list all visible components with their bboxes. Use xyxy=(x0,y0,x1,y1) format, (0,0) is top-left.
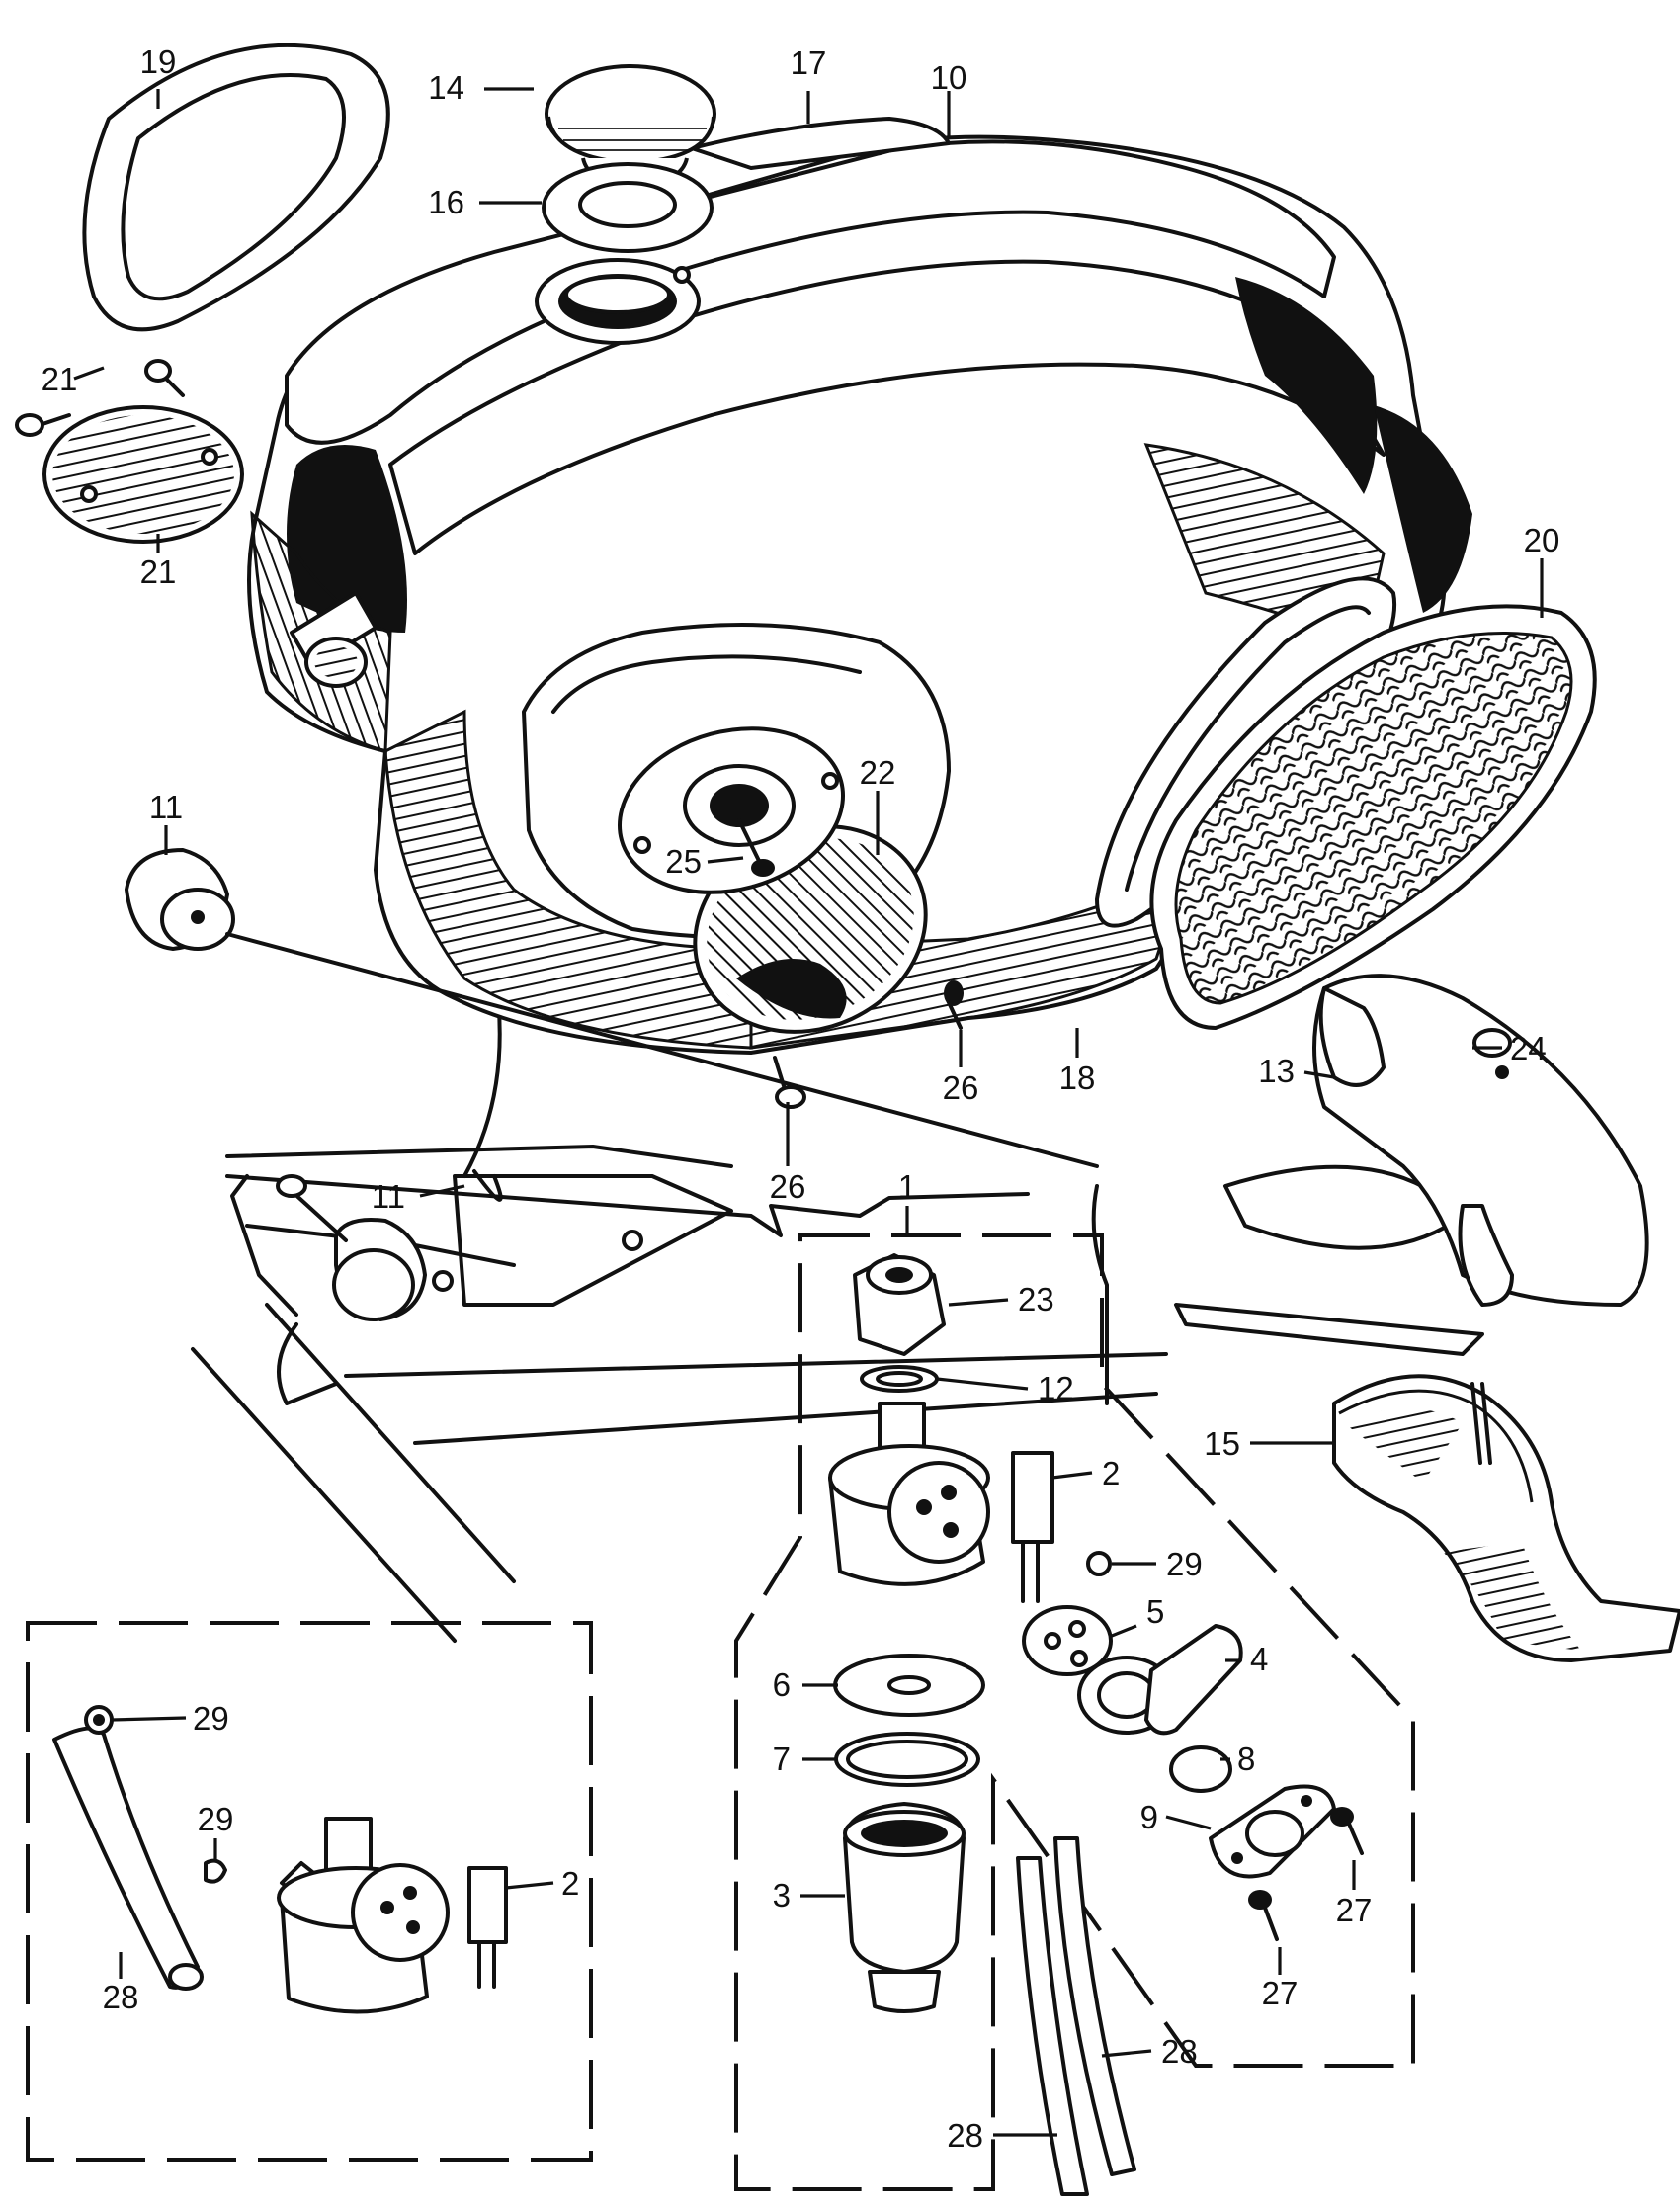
label-26-upper: 26 xyxy=(943,1069,979,1106)
mount-stud xyxy=(737,818,775,877)
badge-screw-1 xyxy=(15,413,71,437)
filter-gauze xyxy=(833,1654,985,1717)
inset-pipe-clip-top xyxy=(84,1705,114,1735)
fuel-tap-body xyxy=(828,1402,1054,1603)
inset-pipe-clip-mid xyxy=(204,1858,227,1884)
fuel-cock-assembly-outline xyxy=(734,1233,1415,2191)
side-badge xyxy=(42,405,244,544)
label-22: 22 xyxy=(860,754,896,791)
rubber-bush-lower xyxy=(276,1174,427,1321)
badge-screw-2 xyxy=(144,359,185,397)
cap-gasket xyxy=(542,162,714,253)
label-29-main: 29 xyxy=(1166,1546,1203,1582)
label-24: 24 xyxy=(1510,1030,1547,1066)
label-27-left: 27 xyxy=(1262,1975,1299,2011)
label-10: 10 xyxy=(931,59,967,96)
fuel-pipe-left xyxy=(1016,1856,1089,2196)
label-21-top: 21 xyxy=(42,361,78,397)
filler-cap xyxy=(545,64,716,190)
tank-screw-upper xyxy=(944,980,964,1030)
label-26-lower: 26 xyxy=(770,1168,806,1205)
label-7: 7 xyxy=(773,1741,791,1777)
label-25: 25 xyxy=(665,843,702,880)
label-6: 6 xyxy=(773,1666,791,1703)
label-27-right: 27 xyxy=(1336,1892,1373,1928)
label-2-main: 2 xyxy=(1102,1455,1120,1491)
label-8: 8 xyxy=(1237,1741,1255,1777)
label-29-inset-top: 29 xyxy=(193,1700,229,1737)
sediment-bowl xyxy=(843,1802,966,2013)
label-11-lower: 11 xyxy=(372,1178,405,1215)
alternative-tap-inset xyxy=(26,1621,593,2162)
tap-flange xyxy=(1209,1784,1336,1879)
flange-screw-1 xyxy=(1330,1807,1364,1855)
label-28-bottom: 28 xyxy=(947,2117,983,2154)
label-20: 20 xyxy=(1524,522,1560,558)
union-washer xyxy=(860,1365,939,1393)
label-18: 18 xyxy=(1059,1060,1096,1096)
tank-screw-lower xyxy=(773,1056,806,1109)
label-13: 13 xyxy=(1258,1053,1295,1089)
label-1: 1 xyxy=(898,1168,916,1205)
inset-fuel-pipe xyxy=(52,1726,204,1991)
saddle-bracket xyxy=(1332,1374,1680,1662)
label-15: 15 xyxy=(1204,1425,1240,1462)
label-16: 16 xyxy=(428,184,464,220)
fuel-tank xyxy=(247,134,1472,1055)
tank-top-strip xyxy=(690,117,951,170)
label-23: 23 xyxy=(1018,1281,1054,1318)
part-labels: 19 14 17 10 16 21 21 20 11 22 25 26 18 2… xyxy=(42,43,1560,2154)
fuel-pipe-right xyxy=(1053,1836,1136,2176)
flange-screw-2 xyxy=(1248,1890,1279,1941)
label-4: 4 xyxy=(1250,1641,1268,1677)
label-12: 12 xyxy=(1038,1370,1074,1406)
label-2-inset: 2 xyxy=(561,1865,579,1902)
label-19: 19 xyxy=(140,43,177,80)
bowl-seal xyxy=(834,1732,980,1787)
tap-lever xyxy=(1077,1624,1243,1736)
label-11-top: 11 xyxy=(149,789,183,825)
tap-disc xyxy=(1022,1605,1113,1676)
label-14: 14 xyxy=(428,69,464,106)
knee-grip-right xyxy=(1149,604,1597,1030)
tank-mount-plate xyxy=(618,726,845,894)
bush-leader-line xyxy=(225,932,1099,1168)
lever-circlip xyxy=(1169,1745,1232,1793)
label-28-right: 28 xyxy=(1161,2033,1198,2070)
tap-clip xyxy=(1086,1551,1112,1576)
label-9: 9 xyxy=(1140,1799,1158,1835)
rubber-bush-upper xyxy=(125,848,235,951)
rear-mount-cover xyxy=(1312,974,1649,1307)
label-29-inset-mid: 29 xyxy=(198,1801,234,1837)
label-21-bottom: 21 xyxy=(140,553,177,590)
label-3: 3 xyxy=(773,1877,791,1913)
knee-grip-left xyxy=(82,43,390,332)
leader-lines xyxy=(73,87,1544,2137)
union-nut xyxy=(853,1253,946,1356)
inset-fuel-tap-body xyxy=(277,1817,508,2014)
filler-neck xyxy=(535,258,701,345)
label-17: 17 xyxy=(791,44,827,81)
label-28-inset: 28 xyxy=(103,1979,139,2015)
label-5: 5 xyxy=(1146,1593,1164,1630)
